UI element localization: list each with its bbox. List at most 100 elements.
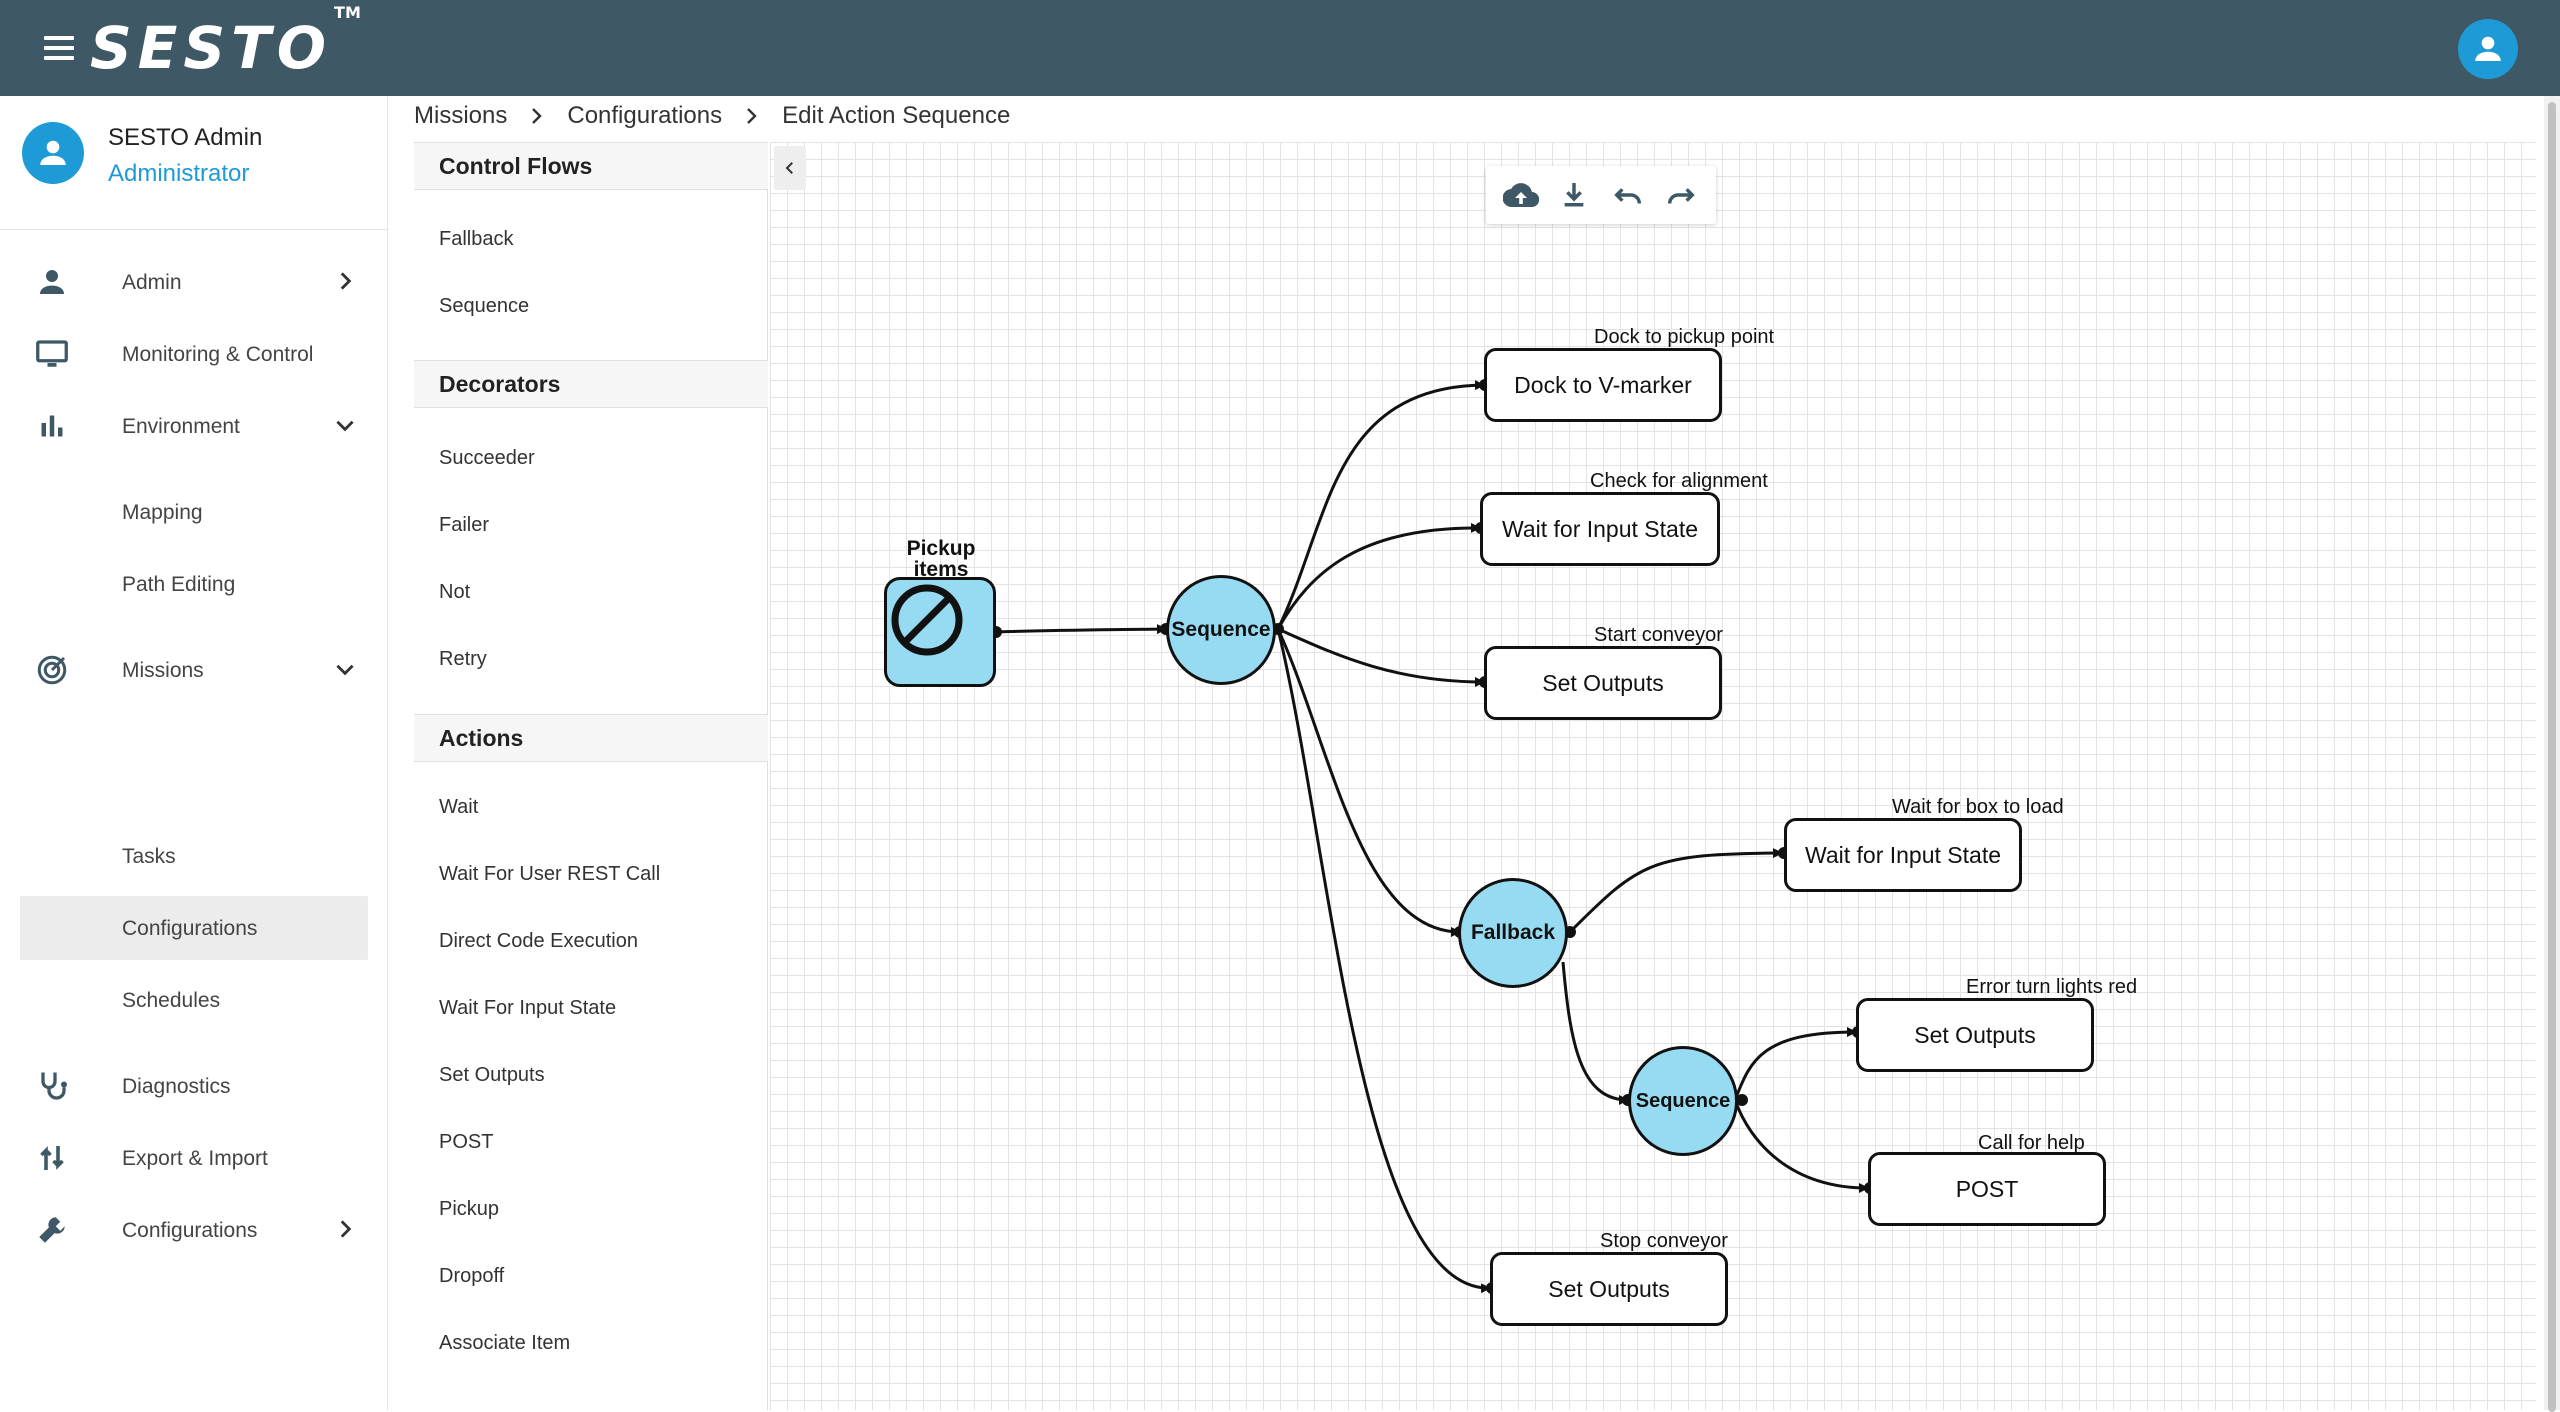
palette-item-post[interactable]: POST xyxy=(439,1131,494,1153)
canvas-toolbar xyxy=(1486,166,1716,224)
action-node-set-outputs[interactable]: Set Outputs xyxy=(1490,1252,1728,1326)
nav-label: Schedules xyxy=(122,989,221,1012)
user-role: Administrator xyxy=(108,160,250,187)
palette-header-control-flows: Control Flows xyxy=(414,142,768,190)
palette-item-failer[interactable]: Failer xyxy=(439,514,490,536)
action-node-wait-input[interactable]: Wait for Input State xyxy=(1784,818,2022,892)
nav-item-export-import[interactable]: Export & Import xyxy=(20,1126,368,1190)
palette-item-fallback[interactable]: Fallback xyxy=(439,228,514,250)
palette-item-wait-for-input-state[interactable]: Wait For Input State xyxy=(439,997,617,1019)
collapse-palette-button[interactable] xyxy=(774,146,806,190)
breadcrumb-missions[interactable]: Missions xyxy=(414,102,508,129)
swap-vertical-icon xyxy=(40,1146,64,1170)
cloud-upload-icon[interactable] xyxy=(1501,175,1541,215)
scrollbar-thumb[interactable] xyxy=(2548,102,2556,1412)
user-avatar-icon xyxy=(22,122,84,184)
nav-item-missions[interactable]: Missions xyxy=(20,638,368,702)
palette-item-retry[interactable]: Retry xyxy=(439,648,487,670)
nav-item-mapping[interactable]: Mapping xyxy=(20,480,368,544)
action-node-label: Dock to V-marker xyxy=(1514,371,1692,398)
person-icon xyxy=(40,270,64,294)
nav-item-monitoring-control[interactable]: Monitoring & Control xyxy=(20,322,368,386)
nav-label: Export & Import xyxy=(122,1147,268,1170)
nav-item-tasks[interactable]: Tasks xyxy=(20,824,368,888)
chevron-down-icon xyxy=(336,420,354,432)
side-navigation: SESTO Admin Administrator Admin Monitori… xyxy=(0,96,388,1410)
vertical-scrollbar[interactable] xyxy=(2544,96,2560,1412)
sequence-node[interactable]: Sequence xyxy=(1628,1046,1738,1156)
nav-label: Diagnostics xyxy=(122,1075,231,1098)
action-node-set-outputs[interactable]: Set Outputs xyxy=(1484,646,1722,720)
nav-item-path-editing[interactable]: Path Editing xyxy=(20,552,368,616)
download-icon[interactable] xyxy=(1554,175,1594,215)
action-node-label: Set Outputs xyxy=(1914,1021,2036,1048)
app-logo[interactable]: SESTOTM xyxy=(90,2,361,82)
edge-seq1-a2 xyxy=(1276,522,1481,630)
nav-label: Path Editing xyxy=(122,573,236,596)
action-node-wait-input[interactable]: Wait for Input State xyxy=(1480,492,1720,566)
node-caption: Check for alignment xyxy=(1590,470,1768,492)
edge-fallback-a4 xyxy=(1568,848,1783,934)
bar-chart-icon xyxy=(41,415,63,437)
redo-icon[interactable] xyxy=(1661,175,1701,215)
node-caption: Call for help xyxy=(1978,1132,2085,1154)
nav-item-diagnostics[interactable]: Diagnostics xyxy=(20,1054,368,1118)
action-node-post[interactable]: POST xyxy=(1868,1152,2106,1226)
palette-item-associate-item[interactable]: Associate Item xyxy=(439,1332,571,1354)
palette-item-wait[interactable]: Wait xyxy=(439,796,479,818)
palette-item-direct-code-execution[interactable]: Direct Code Execution xyxy=(439,930,638,952)
nav-label: Monitoring & Control xyxy=(122,343,314,366)
fallback-node[interactable]: Fallback xyxy=(1458,878,1568,988)
account-avatar-icon[interactable] xyxy=(2458,19,2518,79)
nav-item-schedules[interactable]: Schedules xyxy=(20,968,368,1032)
node-caption: Dock to pickup point xyxy=(1594,326,1775,348)
breadcrumb-configurations[interactable]: Configurations xyxy=(567,102,723,129)
chevron-right-icon xyxy=(747,108,757,124)
edge-root-seq1 xyxy=(995,624,1167,635)
action-node-label: Wait for Input State xyxy=(1804,841,2002,868)
nav-item-environment[interactable]: Environment xyxy=(20,394,368,458)
menu-icon[interactable] xyxy=(44,36,74,60)
undo-icon[interactable] xyxy=(1608,175,1648,215)
target-icon xyxy=(37,655,67,685)
root-caption: Pickup items xyxy=(906,537,976,581)
chevron-right-icon xyxy=(532,108,543,124)
chevron-left-icon xyxy=(785,162,793,174)
nav-item-configurations[interactable]: Configurations xyxy=(20,1198,368,1262)
node-caption: Stop conveyor xyxy=(1600,1230,1728,1252)
user-name: SESTO Admin xyxy=(108,124,263,151)
nav-item-admin[interactable]: Admin xyxy=(20,250,368,314)
palette-item-set-outputs[interactable]: Set Outputs xyxy=(439,1064,545,1086)
wrench-icon xyxy=(39,1217,65,1243)
palette-item-wait-for-user-rest-call[interactable]: Wait For User REST Call xyxy=(439,863,661,885)
sequence-node[interactable]: Sequence xyxy=(1166,575,1276,685)
nav-label: Missions xyxy=(122,659,204,682)
nav-label: Tasks xyxy=(122,845,176,868)
root-node[interactable] xyxy=(884,577,996,687)
behavior-tree-canvas[interactable]: Pickup items Sequence Fallback Sequence … xyxy=(770,142,2536,1410)
edge-seq1-a1 xyxy=(1276,380,1485,630)
chevron-right-icon xyxy=(340,1220,352,1238)
palette-item-sequence[interactable]: Sequence xyxy=(439,295,530,317)
palette-header-actions: Actions xyxy=(414,714,768,762)
action-node-set-outputs[interactable]: Set Outputs xyxy=(1856,998,2094,1072)
nav-label: Configurations xyxy=(122,917,258,940)
node-palette: Control Flows Fallback Sequence Decorato… xyxy=(414,142,768,1410)
chevron-down-icon xyxy=(336,664,354,676)
nav-label: Configurations xyxy=(122,1219,258,1242)
palette-item-not[interactable]: Not xyxy=(439,581,471,603)
action-node-label: Set Outputs xyxy=(1542,669,1664,696)
palette-item-pickup[interactable]: Pickup xyxy=(439,1198,500,1220)
action-node-label: POST xyxy=(1955,1175,2019,1202)
action-node-label: Set Outputs xyxy=(1548,1275,1670,1302)
nav-item-configurations-active[interactable]: Configurations xyxy=(20,896,368,960)
palette-item-dropoff[interactable]: Dropoff xyxy=(439,1265,505,1287)
user-profile: SESTO Admin Administrator xyxy=(0,96,388,230)
nav-label: Mapping xyxy=(122,501,203,524)
node-caption: Error turn lights red xyxy=(1966,976,2138,998)
edge-seq1-fallback xyxy=(1276,628,1461,937)
top-app-bar: SESTOTM xyxy=(0,0,2560,96)
action-node-dock[interactable]: Dock to V-marker xyxy=(1484,348,1722,422)
palette-item-succeeder[interactable]: Succeeder xyxy=(439,447,535,469)
breadcrumb: Missions Configurations Edit Action Sequ… xyxy=(414,100,1010,132)
